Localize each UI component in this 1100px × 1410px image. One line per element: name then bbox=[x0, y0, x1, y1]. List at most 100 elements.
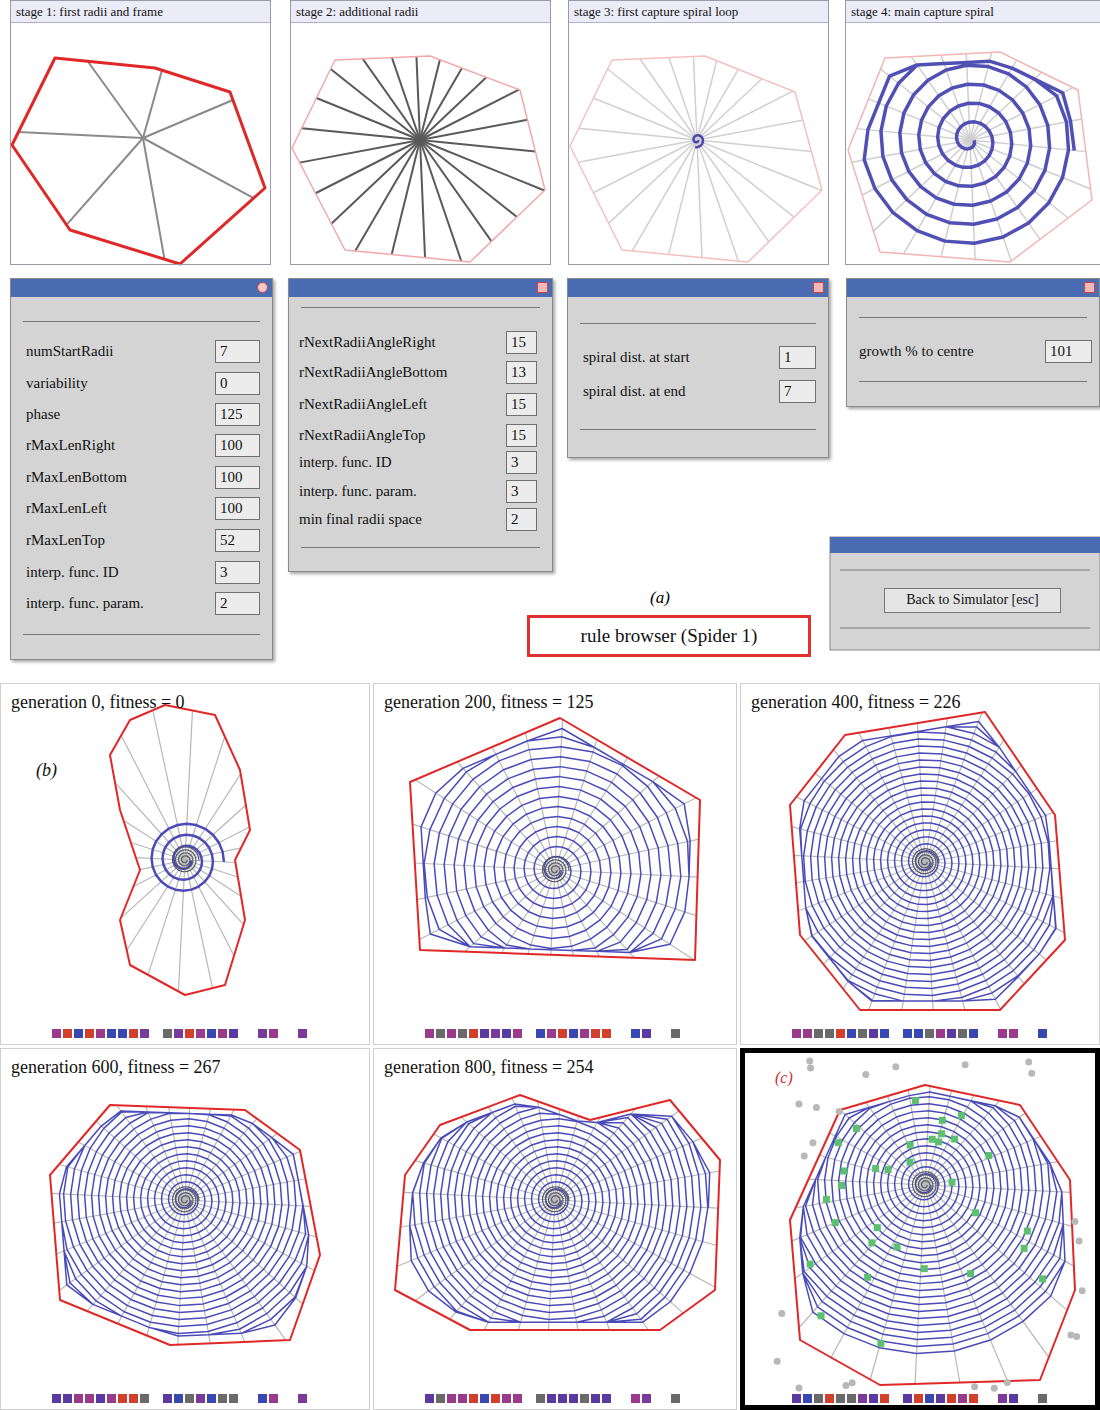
panel-label: rule browser (Spider 1) bbox=[530, 618, 808, 654]
parameter-value: 13 bbox=[507, 362, 536, 382]
generation-panel: generation 600, fitness = 267 bbox=[0, 1048, 370, 1410]
value-field: 3 bbox=[506, 480, 537, 503]
gene-square bbox=[118, 1029, 127, 1038]
radius-thread bbox=[143, 70, 162, 138]
capture-spiral bbox=[173, 847, 199, 872]
parameter-value: 3 bbox=[216, 562, 259, 582]
generation-panel: (c) bbox=[740, 1048, 1100, 1410]
caught-prey bbox=[832, 1219, 839, 1226]
gene-square bbox=[425, 1029, 434, 1038]
radius-thread bbox=[917, 723, 925, 862]
gene-square bbox=[1009, 1394, 1018, 1403]
panel-label: generation 200, fitness = 125 bbox=[384, 692, 594, 713]
frame-thread bbox=[292, 56, 545, 262]
gene-square bbox=[969, 1394, 978, 1403]
capture-spiral bbox=[543, 1187, 569, 1212]
capture-spiral bbox=[864, 61, 1074, 243]
gene-square bbox=[631, 1029, 640, 1038]
value-field: 13 bbox=[506, 361, 537, 384]
value-field: 15 bbox=[506, 424, 537, 447]
caught-prey bbox=[935, 1138, 942, 1145]
caught-prey bbox=[841, 1168, 848, 1175]
gene-square bbox=[969, 1029, 978, 1038]
value-field: 7 bbox=[779, 380, 816, 403]
parameter-name: min final radii space bbox=[299, 509, 422, 529]
frame-thread bbox=[12, 58, 265, 264]
gene-square bbox=[602, 1394, 611, 1403]
spider-web bbox=[410, 718, 700, 960]
gene-square bbox=[469, 1394, 478, 1403]
gene-square bbox=[947, 1394, 956, 1403]
caught-prey bbox=[907, 1142, 914, 1149]
gene-square bbox=[558, 1029, 567, 1038]
caught-prey bbox=[817, 1312, 824, 1319]
parameter-name: spiral dist. at start bbox=[583, 347, 690, 367]
gene-square bbox=[631, 1394, 640, 1403]
parameter-value: 52 bbox=[216, 530, 259, 550]
radius-thread bbox=[697, 140, 702, 258]
radius-thread bbox=[185, 860, 244, 925]
generation-panel: generation 0, fitness = 0(b) bbox=[0, 683, 370, 1045]
gene-square bbox=[958, 1394, 967, 1403]
radius-thread bbox=[420, 140, 517, 217]
radius-thread bbox=[697, 140, 811, 151]
spider-web bbox=[12, 58, 265, 264]
radius-thread bbox=[420, 120, 527, 140]
gene-square bbox=[502, 1029, 511, 1038]
gene-square bbox=[118, 1394, 127, 1403]
gene-square bbox=[269, 1029, 278, 1038]
gene-square bbox=[258, 1394, 267, 1403]
caught-prey bbox=[853, 1125, 860, 1132]
gene-square bbox=[642, 1394, 651, 1403]
gene-square bbox=[269, 1394, 278, 1403]
capture-spiral bbox=[59, 1111, 308, 1336]
gene-square bbox=[425, 1394, 434, 1403]
separator bbox=[580, 323, 816, 324]
spider-web bbox=[570, 56, 822, 262]
radius-thread bbox=[852, 140, 970, 162]
prey-dot bbox=[892, 1063, 899, 1070]
parameter-name: rNextRadiiAngleBottom bbox=[299, 362, 447, 382]
panel-label: (c) bbox=[775, 1069, 793, 1087]
gene-square bbox=[163, 1029, 172, 1038]
caught-prey bbox=[958, 1112, 965, 1119]
radius-thread bbox=[416, 57, 420, 140]
dialog-titlebar bbox=[289, 279, 552, 297]
value-field: 52 bbox=[215, 529, 260, 552]
gene-square bbox=[880, 1394, 889, 1403]
prey-dot bbox=[1067, 1332, 1074, 1339]
parameter-value: 100 bbox=[216, 467, 259, 487]
gene-square bbox=[85, 1394, 94, 1403]
value-field: 125 bbox=[215, 403, 260, 426]
rule-browser-box: rule browser (Spider 1) bbox=[527, 615, 811, 657]
gene-square bbox=[547, 1394, 556, 1403]
panel-label: stage 3: first capture spiral loop bbox=[569, 1, 828, 23]
gene-square bbox=[836, 1029, 845, 1038]
genome-bars bbox=[52, 1029, 1047, 1403]
parameter-name: spiral dist. at end bbox=[583, 381, 685, 401]
caught-prey bbox=[938, 1130, 945, 1137]
gene-square bbox=[52, 1394, 61, 1403]
caught-prey bbox=[921, 1265, 928, 1272]
spider-web bbox=[50, 1105, 320, 1345]
gene-square bbox=[207, 1394, 216, 1403]
parameter-name: interp. func. ID bbox=[299, 452, 391, 472]
caught-prey bbox=[894, 1243, 901, 1250]
parameter-name: rNextRadiiAngleRight bbox=[299, 332, 436, 352]
parameter-value: 125 bbox=[216, 404, 259, 424]
gene-square bbox=[792, 1029, 801, 1038]
gene-square bbox=[1009, 1029, 1018, 1038]
gene-square bbox=[458, 1029, 467, 1038]
close-icon bbox=[813, 282, 824, 293]
gene-square bbox=[947, 1029, 956, 1038]
gene-square bbox=[998, 1029, 1007, 1038]
panel-label: stage 2: additional radii bbox=[291, 1, 550, 23]
gene-square bbox=[63, 1394, 72, 1403]
value-field: 100 bbox=[215, 466, 260, 489]
panel-label: generation 400, fitness = 226 bbox=[751, 692, 961, 713]
prey-dot bbox=[971, 1383, 978, 1390]
capture-spiral bbox=[800, 721, 1056, 1001]
gene-square bbox=[129, 1394, 138, 1403]
value-field: 2 bbox=[215, 592, 260, 615]
